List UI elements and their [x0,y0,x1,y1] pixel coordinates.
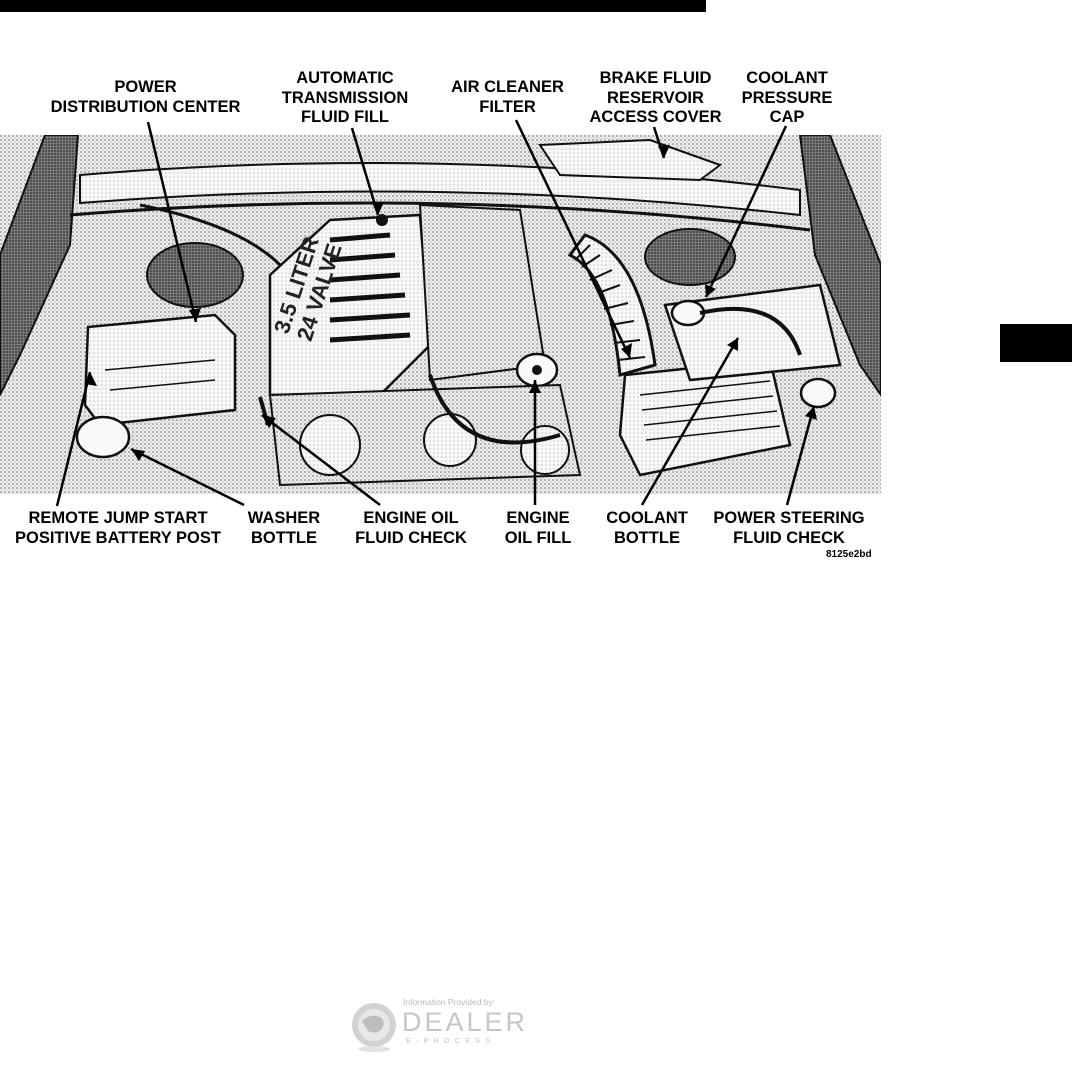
label-washer-bottle: WASHER BOTTLE [238,509,330,548]
label-power-steering-fluid-check: POWER STEERING FLUID CHECK [700,509,878,548]
label-coolant-pressure-cap: COOLANT PRESSURE CAP [732,69,842,128]
label-remote-jump-start-positive-battery-post: REMOTE JUMP START POSITIVE BATTERY POST [4,509,232,548]
label-engine-oil-fluid-check: ENGINE OIL FLUID CHECK [345,509,477,548]
watermark-brand: DEALER [402,1007,528,1038]
header-rule [0,0,706,12]
label-engine-oil-fill: ENGINE OIL FILL [490,509,586,548]
dealer-eprocess-watermark: Information Provided by: DEALER E-PROCES… [350,995,560,1055]
label-automatic-transmission-fluid-fill: AUTOMATIC TRANSMISSION FLUID FILL [270,69,420,128]
watermark-caption: Information Provided by: [403,997,495,1007]
label-power-distribution-center: POWER DISTRIBUTION CENTER [38,78,253,117]
label-air-cleaner-filter: AIR CLEANER FILTER [440,78,575,117]
globe-logo-icon [350,1001,398,1053]
section-tab-marker [1000,324,1072,362]
label-coolant-bottle: COOLANT BOTTLE [596,509,698,548]
figure-code: 8125e2bd [826,549,872,560]
engine-compartment-illustration: 3.5 LITER24 VALVE [0,135,881,494]
label-brake-fluid-reservoir-access-cover: BRAKE FLUID RESERVOIR ACCESS COVER [578,69,733,128]
watermark-subtitle: E-PROCESS [406,1036,495,1045]
